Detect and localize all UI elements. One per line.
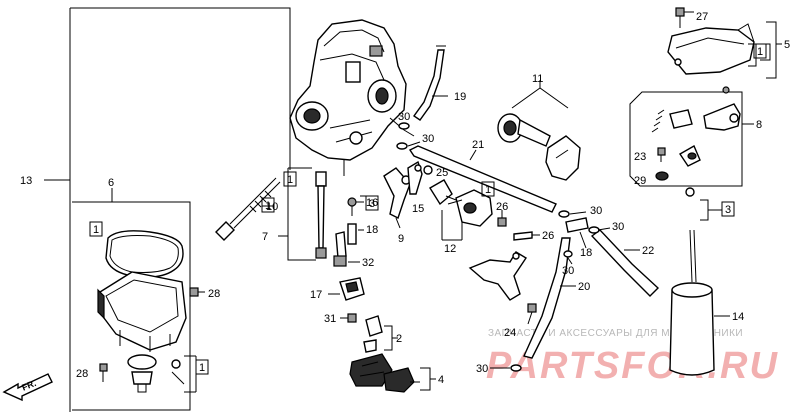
callout-3-mid: 3 bbox=[369, 198, 375, 210]
callout-1-cover: 1 bbox=[757, 46, 763, 58]
screw-28-bottom bbox=[99, 363, 108, 382]
callout-12: 12 bbox=[444, 243, 456, 255]
callout-2: 2 bbox=[396, 333, 402, 345]
assembly-12 bbox=[429, 179, 493, 241]
callout-30-c: 30 bbox=[590, 205, 602, 217]
linkage-group-8 bbox=[629, 86, 754, 187]
top-cover-5 bbox=[667, 21, 782, 79]
drain-plug bbox=[131, 371, 153, 385]
callout-3-right: 3 bbox=[725, 204, 731, 216]
part-2-group bbox=[363, 315, 398, 353]
callout-16: 16 bbox=[366, 197, 378, 209]
callout-9: 9 bbox=[398, 233, 404, 245]
callout-28-bottom: 28 bbox=[76, 368, 88, 380]
callout-20: 20 bbox=[578, 281, 590, 293]
callout-1-bottom: 1 bbox=[199, 362, 205, 374]
callout-30-d: 30 bbox=[612, 221, 624, 233]
callout-10: 10 bbox=[266, 201, 278, 213]
callout-8: 8 bbox=[756, 119, 762, 131]
callout-30-e: 30 bbox=[562, 265, 574, 277]
jet-16 bbox=[347, 197, 364, 216]
callout-box-1-assembly: 1 bbox=[481, 181, 495, 197]
callout-box-1-float: 1 bbox=[89, 221, 103, 237]
callout-box-3-right: 3 bbox=[721, 201, 735, 217]
hose-21 bbox=[408, 145, 557, 213]
fuel-filter-14 bbox=[669, 187, 730, 376]
callout-18-mid: 18 bbox=[366, 224, 378, 236]
arm-9 bbox=[383, 167, 411, 229]
callout-26-a: 26 bbox=[496, 201, 508, 213]
callout-21: 21 bbox=[472, 139, 484, 151]
cable-bracket-lower bbox=[468, 251, 527, 301]
callout-box-1-pilot: 1 bbox=[261, 197, 275, 213]
arm-15 bbox=[407, 160, 423, 195]
washer-screw-small bbox=[171, 359, 185, 385]
callout-15: 15 bbox=[412, 203, 424, 215]
callout-14: 14 bbox=[732, 311, 744, 323]
callout-4: 4 bbox=[438, 374, 444, 386]
callout-24: 24 bbox=[504, 327, 516, 339]
main-jet-32 bbox=[333, 231, 360, 267]
clip-30-carb bbox=[396, 122, 421, 150]
callout-23: 23 bbox=[634, 151, 646, 163]
screw-26-b bbox=[513, 231, 540, 241]
needle-group-7 bbox=[278, 167, 327, 261]
throttle-drum-11 bbox=[497, 80, 581, 181]
joint-18 bbox=[558, 210, 611, 265]
washer-29 bbox=[655, 171, 669, 181]
o-ring bbox=[127, 354, 157, 370]
callout-1-float: 1 bbox=[93, 224, 99, 236]
callout-13: 13 bbox=[20, 175, 32, 187]
callout-1-pilot: 1 bbox=[265, 200, 271, 212]
callout-11: 11 bbox=[532, 73, 543, 85]
callout-29: 29 bbox=[634, 175, 646, 187]
clip-30-bottom bbox=[490, 364, 522, 372]
group-bracket-13 bbox=[44, 7, 291, 412]
callout-22: 22 bbox=[642, 245, 654, 257]
callout-32: 32 bbox=[362, 257, 374, 269]
callout-box-1-cover: 1 bbox=[753, 43, 767, 59]
callout-27: 27 bbox=[696, 11, 708, 23]
callout-7: 7 bbox=[262, 231, 268, 243]
callout-box-3-mid: 3 bbox=[365, 195, 379, 211]
callout-box-1-bottom: 1 bbox=[195, 359, 209, 375]
washer-25 bbox=[423, 165, 433, 175]
screw-26-a bbox=[497, 210, 507, 227]
callout-26-b: 26 bbox=[542, 230, 554, 242]
hose-22 bbox=[590, 229, 660, 297]
float-chamber-box bbox=[72, 188, 191, 411]
holder-17 bbox=[328, 277, 365, 301]
callout-box-1-needle: 1 bbox=[283, 171, 297, 187]
callout-31: 31 bbox=[324, 313, 336, 325]
screw-23 bbox=[657, 147, 666, 162]
watermark-text: ЗАПЧАСТИ И АКСЕССУАРЫ ДЛЯ МОТОТЕХНИКИ bbox=[488, 328, 743, 339]
callout-6: 6 bbox=[108, 177, 114, 189]
carburetor-body bbox=[289, 19, 415, 176]
pilot-screw-10 bbox=[215, 177, 281, 241]
hose-19 bbox=[413, 45, 448, 121]
callout-28-right: 28 bbox=[208, 288, 220, 300]
jet-18 bbox=[347, 223, 364, 245]
part-4-group bbox=[349, 353, 436, 393]
screw-27 bbox=[675, 7, 694, 28]
callout-1-needle: 1 bbox=[287, 174, 293, 186]
callout-5: 5 bbox=[784, 39, 790, 51]
front-direction-arrow-icon: FR. bbox=[2, 373, 53, 402]
callout-17: 17 bbox=[310, 289, 322, 301]
callout-1-assembly: 1 bbox=[485, 184, 491, 196]
callout-30-a: 30 bbox=[398, 111, 410, 123]
float-chamber-gasket bbox=[105, 230, 184, 278]
callout-18-right: 18 bbox=[580, 247, 592, 259]
callout-30-f: 30 bbox=[476, 363, 488, 375]
screw-31 bbox=[340, 313, 357, 323]
callout-25: 25 bbox=[436, 167, 448, 179]
drain-screw-28-right bbox=[189, 287, 205, 297]
hose-20 bbox=[523, 237, 576, 359]
callout-30-b: 30 bbox=[422, 133, 434, 145]
callout-19: 19 bbox=[454, 91, 466, 103]
screw-24 bbox=[527, 303, 537, 325]
float-chamber bbox=[97, 271, 187, 352]
